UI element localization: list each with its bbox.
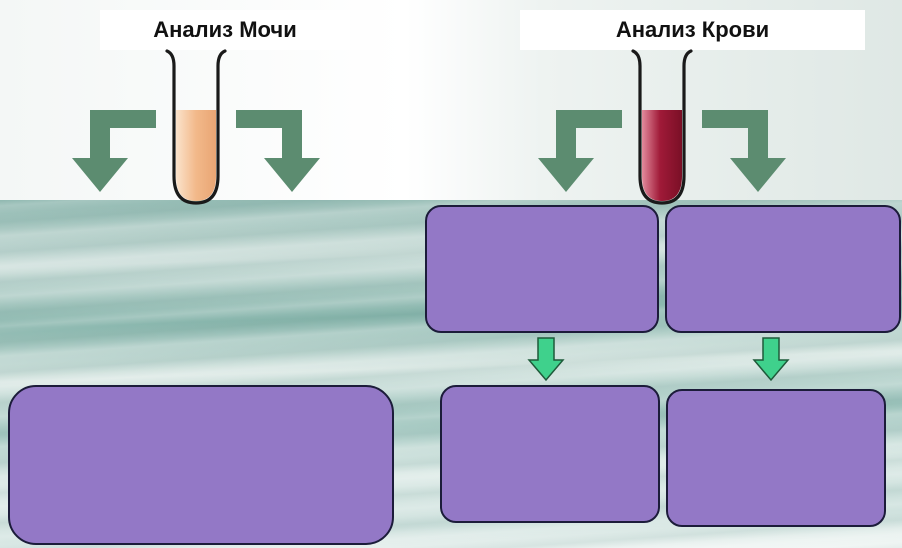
title-urine-analysis: Анализ Мочи bbox=[100, 10, 350, 50]
arrow-down-icon bbox=[527, 337, 565, 382]
bent-arrow-down-left-icon bbox=[538, 110, 622, 192]
blood-box-bottom-right bbox=[666, 389, 886, 527]
urine-test-tube-icon bbox=[165, 49, 227, 205]
bent-arrow-down-right-icon bbox=[236, 110, 320, 192]
blood-box-top-right bbox=[665, 205, 901, 333]
blood-box-bottom-left bbox=[440, 385, 660, 523]
blood-test-tube-icon bbox=[631, 49, 693, 205]
bent-arrow-down-left-icon bbox=[72, 110, 156, 192]
urine-result-box bbox=[8, 385, 394, 545]
arrow-down-icon bbox=[752, 337, 790, 382]
blood-box-top-left bbox=[425, 205, 659, 333]
bent-arrow-down-right-icon bbox=[702, 110, 786, 192]
title-blood-analysis: Анализ Крови bbox=[520, 10, 865, 50]
